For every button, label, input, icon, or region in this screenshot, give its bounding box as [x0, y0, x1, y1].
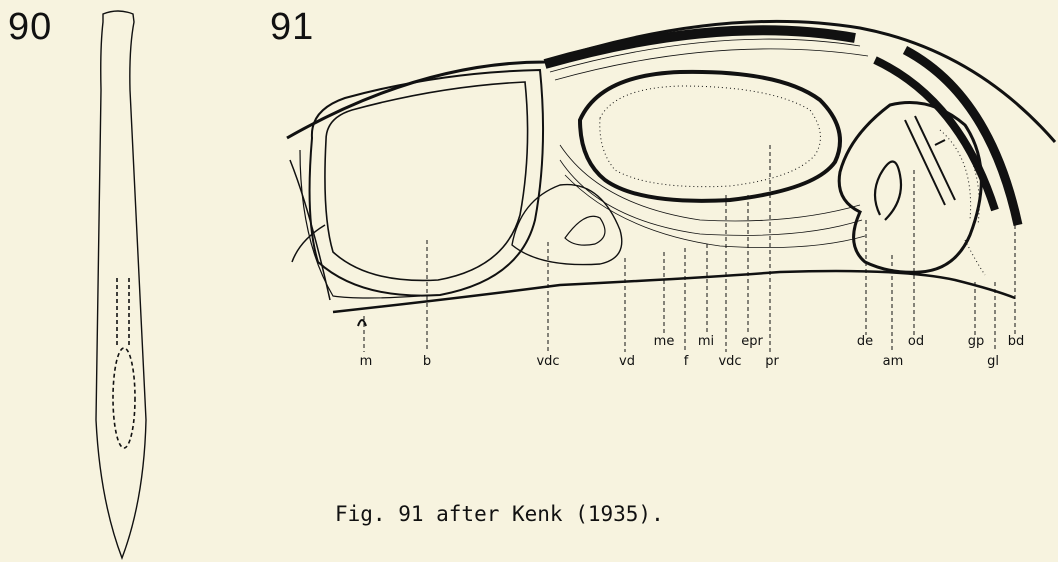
- label-de: de: [857, 334, 873, 349]
- oviduct: [905, 116, 955, 205]
- copulatory-bursa: [580, 72, 840, 201]
- label-od: od: [908, 334, 924, 349]
- figure-caption: Fig. 91 after Kenk (1935).: [335, 502, 664, 526]
- sagittal-section-figure: [287, 21, 1055, 352]
- worm-body-outline: [96, 11, 146, 558]
- ejaculatory-duct: [875, 162, 901, 221]
- label-m: m: [360, 354, 373, 369]
- seminal-vesicle: [512, 185, 622, 265]
- bursa-inner-stipple: [600, 86, 821, 187]
- mouth-opening: [358, 320, 366, 326]
- label-gp: gp: [968, 334, 985, 349]
- copulatory-organ-outline: [113, 348, 135, 448]
- dorsal-muscle-layer-2: [875, 60, 995, 210]
- pharynx-outline: [117, 278, 129, 345]
- ventral-inner-wall: [300, 150, 420, 298]
- label-f: f: [684, 354, 689, 369]
- bursa-outer-layers: [560, 145, 865, 248]
- dorsal-muscle-layer-1: [545, 30, 855, 64]
- label-vdc-left: vdc: [536, 354, 559, 369]
- label-epr: epr: [741, 334, 763, 349]
- worm-outline-figure: [96, 11, 146, 558]
- label-vdc-right: vdc: [718, 354, 741, 369]
- vesicle-lumen: [565, 216, 605, 245]
- leader-lines: [364, 145, 1015, 352]
- label-bd: bd: [1008, 334, 1025, 349]
- label-vd: vd: [619, 354, 635, 369]
- label-gl: gl: [987, 354, 999, 369]
- ventral-body-wall: [333, 271, 1015, 312]
- pouch-inner-wall: [325, 82, 528, 280]
- label-mi: mi: [698, 334, 714, 349]
- label-pr: pr: [765, 354, 779, 369]
- label-b: b: [423, 354, 431, 369]
- label-am: am: [883, 354, 904, 369]
- label-me: me: [654, 334, 675, 349]
